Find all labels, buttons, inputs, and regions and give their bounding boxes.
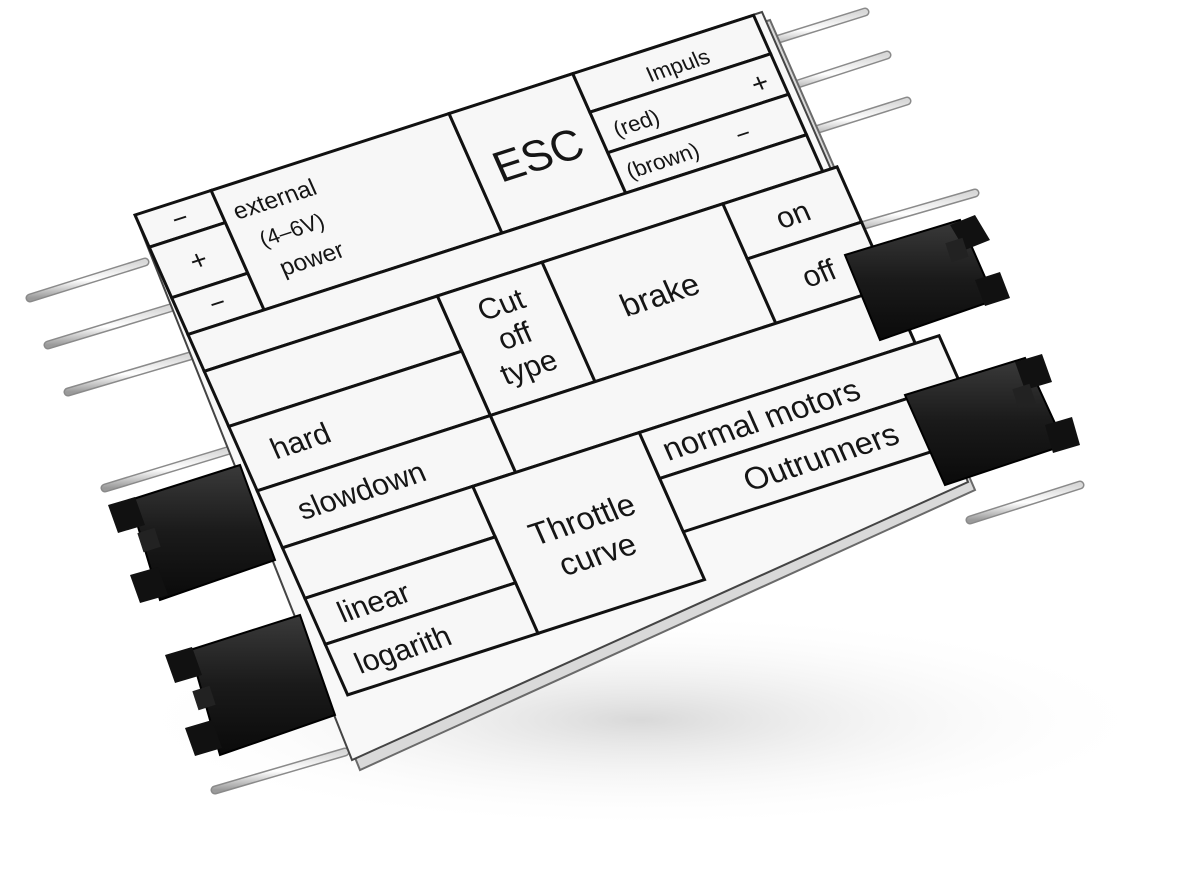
jumper-cut-off-type[interactable] — [108, 463, 277, 603]
label-grid — [132, 13, 986, 697]
jumper-throttle-curve[interactable] — [165, 613, 337, 757]
jumper-motor-type[interactable] — [903, 354, 1080, 487]
jumper-brake[interactable] — [843, 215, 1010, 342]
right-header-pins — [745, 7, 1085, 525]
left-header-pins — [25, 257, 350, 795]
cell-logarith — [323, 580, 541, 697]
